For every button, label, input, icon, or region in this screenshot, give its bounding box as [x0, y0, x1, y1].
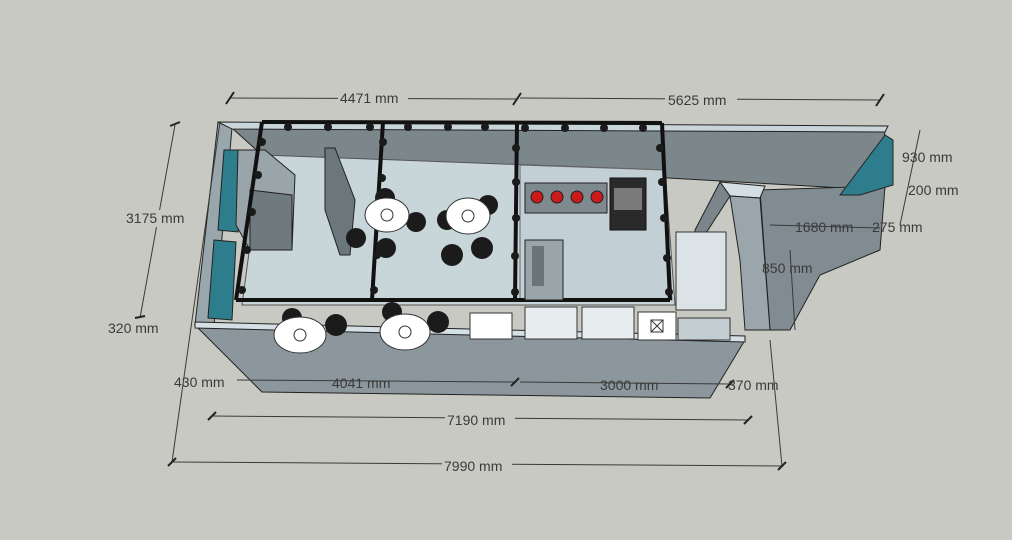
dim-inner-total: 7190 mm [447, 412, 505, 428]
kitchen [469, 177, 731, 341]
dim-outer-total: 7990 mm [444, 458, 502, 474]
counter-cabinet [524, 306, 578, 340]
burner [550, 190, 564, 204]
fridge [675, 231, 727, 311]
dining-set-4 [379, 302, 449, 351]
dim-right-200: 200 mm [908, 182, 959, 198]
burner [590, 190, 604, 204]
burner [570, 190, 584, 204]
dim-bottom-left-small: 430 mm [174, 374, 225, 390]
dim-right-930: 930 mm [902, 149, 953, 165]
dining-set-3 [273, 308, 347, 354]
round-table [445, 197, 491, 235]
dim-bottom-seating: 4041 mm [332, 375, 390, 391]
dim-top-left: 4471 mm [340, 90, 398, 106]
dim-right-275: 275 mm [872, 219, 923, 235]
left-glass-2 [207, 239, 237, 321]
back-wall-top [217, 121, 889, 133]
dim-bottom-kitchen: 3000 mm [600, 377, 658, 393]
dish-unit [677, 317, 731, 341]
round-table [364, 197, 410, 233]
dim-right-850: 850 mm [762, 260, 813, 276]
dim-depth-left: 3175 mm [126, 210, 184, 226]
right-room-wall [759, 185, 886, 331]
dim-bottom-right-small: 370 mm [728, 377, 779, 393]
round-table [379, 313, 431, 351]
right-glass-door [839, 134, 894, 196]
dining-set-1 [346, 188, 426, 258]
burner [530, 190, 544, 204]
interior-partition [324, 147, 356, 256]
left-cabinet-front [249, 189, 293, 251]
counter-cabinet [581, 306, 635, 340]
dining-set-2 [437, 195, 498, 266]
round-table [273, 316, 327, 354]
dim-right-1680: 1680 mm [795, 219, 853, 235]
service-counter [469, 312, 513, 340]
storage-partition-2 [729, 195, 771, 331]
dim-left-small: 320 mm [108, 320, 159, 336]
dim-top-right: 5625 mm [668, 92, 726, 108]
dimension-labels: 4471 mm 5625 mm 3175 mm 320 mm 430 mm 40… [108, 90, 959, 474]
